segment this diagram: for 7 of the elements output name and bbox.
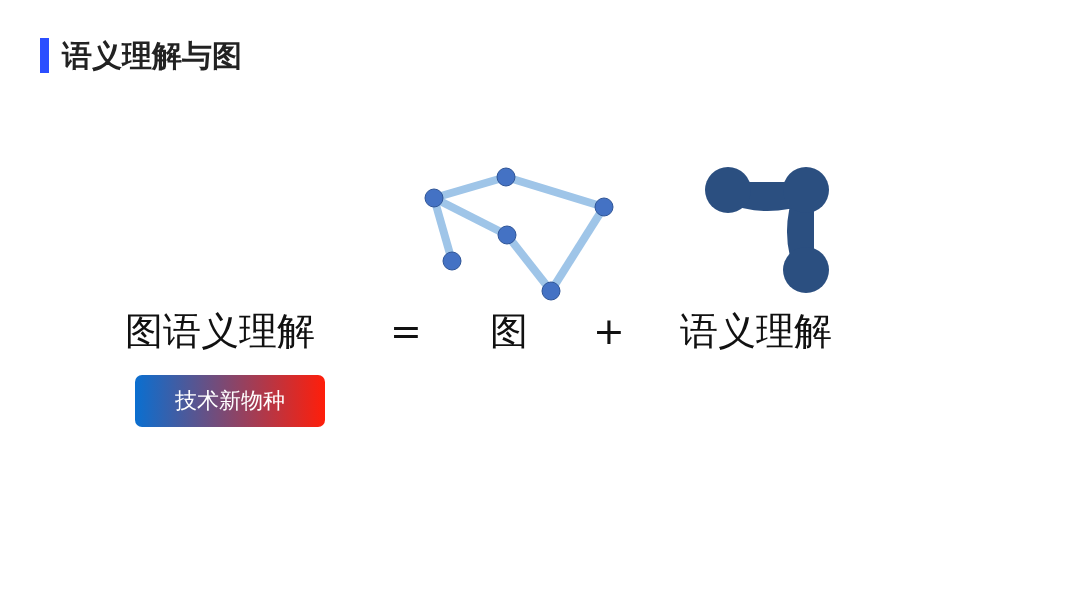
slide-title: 语义理解与图	[62, 37, 242, 75]
equals-sign: =	[390, 308, 422, 354]
formula-term: 图	[490, 308, 528, 354]
gradient-badge: 技术新物种	[135, 375, 325, 427]
formula-term: 语义理解	[680, 308, 832, 354]
plus-sign: +	[593, 308, 625, 354]
formula-term: 图语义理解	[125, 308, 315, 354]
